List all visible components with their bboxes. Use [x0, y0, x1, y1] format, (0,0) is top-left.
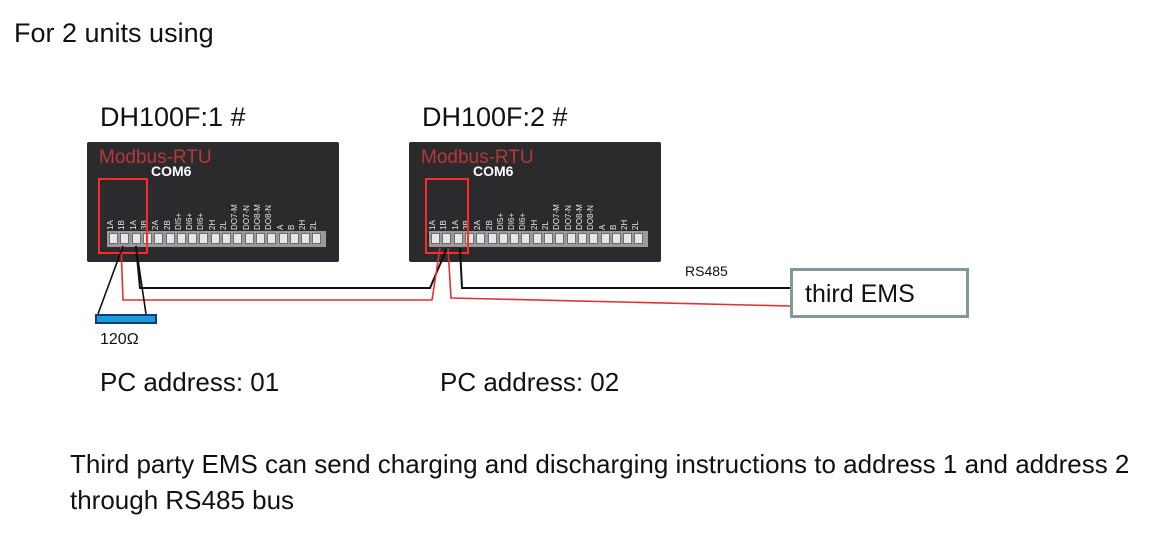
unit-1-terminal-block — [107, 231, 326, 247]
unit-1-terminal-slot — [255, 233, 265, 244]
unit-1-terminal-slot — [176, 233, 186, 244]
description-text: Third party EMS can send charging and di… — [70, 449, 1130, 515]
unit-1-terminal-slot — [165, 233, 175, 244]
unit-1-terminal-slot — [244, 233, 254, 244]
unit-2-terminal-slot — [611, 233, 621, 244]
unit-2-rs485-highlight — [425, 178, 469, 254]
unit-1-port-label: COM6 — [151, 163, 192, 179]
termination-resistor — [95, 314, 157, 324]
unit-2-terminal-slot — [498, 233, 508, 244]
unit-2-terminal-slot — [623, 233, 633, 244]
unit-1-terminal-slot — [222, 233, 231, 244]
unit-1-terminal-slot — [312, 233, 322, 244]
unit-1-terminal-slot — [120, 233, 130, 244]
unit-2-modbus-label: Modbus-RTU — [421, 147, 534, 168]
unit-2-terminal-slot — [577, 233, 587, 244]
unit-1-terminal-slot — [131, 233, 141, 244]
wire-a-unit1-to-unit2 — [120, 245, 441, 301]
unit-2-terminal-slot — [589, 233, 599, 244]
unit-1-terminal-slot — [289, 233, 299, 244]
unit-2-terminal-slot — [544, 233, 553, 244]
unit-2-terminal-slot — [476, 233, 486, 244]
page-heading: For 2 units using — [14, 18, 214, 48]
unit-2-terminal-slot — [532, 233, 542, 244]
unit-1-terminal-slot — [233, 233, 243, 244]
unit-2-terminal-slot — [510, 233, 520, 244]
unit-1-rs485-highlight — [98, 178, 148, 254]
unit-2-terminal-slot — [634, 233, 644, 244]
unit-2-terminal-block — [429, 231, 648, 247]
unit-2-terminal-slot — [521, 233, 531, 244]
unit-2-terminal-slot — [555, 233, 565, 244]
unit-1-terminal-slot — [109, 233, 118, 244]
unit-1-title: DH100F:1 # — [100, 102, 246, 132]
unit-2-port-label: COM6 — [473, 163, 514, 179]
unit-2-terminal-slot — [431, 233, 440, 244]
unit-1-terminal-slot — [199, 233, 209, 244]
unit-1-terminal-slot — [154, 233, 164, 244]
wire-b-unit1-to-unit2 — [135, 245, 448, 289]
unit-1-terminal-slot — [278, 233, 288, 244]
rs485-bus-label: RS485 — [685, 263, 728, 279]
unit-1-terminal-slot — [267, 233, 277, 244]
wire-b-unit2-to-ems — [459, 247, 790, 289]
unit-2-terminal-slot — [566, 233, 576, 244]
unit-2-title: DH100F:2 # — [422, 102, 568, 132]
resistor-lead-left — [97, 245, 124, 315]
unit-1-terminal-slot — [301, 233, 311, 244]
unit-2-terminal-slot — [453, 233, 463, 244]
unit-2-terminal-slot — [487, 233, 497, 244]
unit-2-terminal-slot — [464, 233, 474, 244]
unit-1-terminal-slot — [210, 233, 220, 244]
unit-1-modbus-label: Modbus-RTU — [99, 147, 212, 168]
unit-2-pc-address: PC address: 02 — [440, 367, 620, 397]
unit-1-terminal-slot — [188, 233, 198, 244]
resistor-lead-right — [135, 245, 147, 315]
unit-2-terminal-slot — [600, 233, 610, 244]
resistor-value-label: 120Ω — [100, 331, 139, 348]
third-ems-label: third EMS — [805, 280, 915, 308]
unit-2-terminal-slot — [442, 233, 452, 244]
third-ems-box: third EMS — [790, 268, 969, 318]
wire-a-unit2-to-ems — [447, 247, 791, 307]
unit-1-pc-address: PC address: 01 — [100, 367, 280, 397]
